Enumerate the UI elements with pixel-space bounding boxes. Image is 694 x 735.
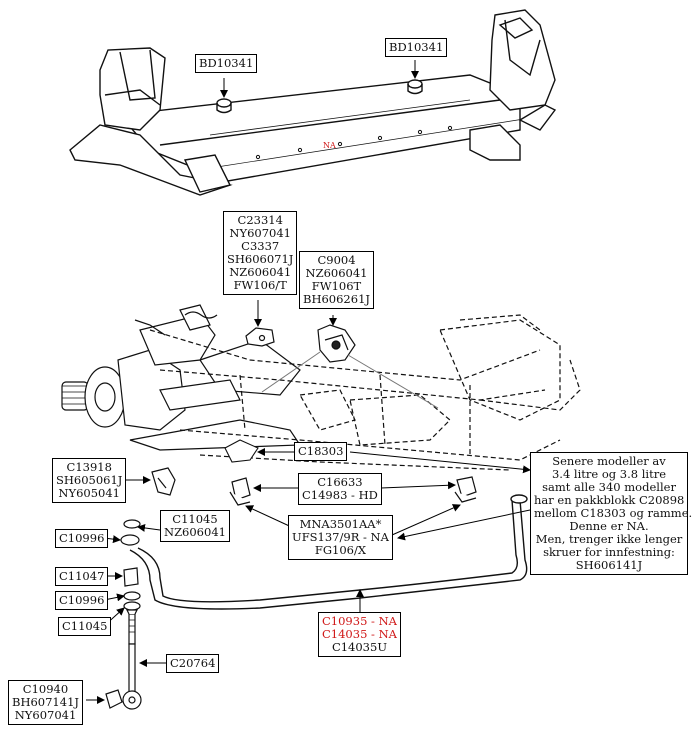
- frame-na-mark: NA: [323, 141, 336, 150]
- label-bd10341-left: BD10341: [195, 54, 258, 73]
- note-to-c18303-leader: [349, 451, 531, 474]
- label-c10996-bottom: C10996: [55, 591, 109, 610]
- label-c10996-top: C10996: [55, 529, 109, 548]
- bracket-part-icon: [224, 439, 259, 463]
- mna-leader-right: [391, 504, 461, 536]
- bump-stop-part-icon: [245, 327, 275, 347]
- clamp-right-part-icon: [454, 476, 477, 503]
- front-suspension-drawing: [61, 304, 581, 471]
- crossmember-frame-drawing: [69, 9, 557, 196]
- rubber-block-part-icon: [151, 467, 176, 496]
- clamp-left-part-icon: [229, 477, 251, 506]
- c9004-guide-right: [347, 354, 439, 409]
- label-c18303: C18303: [294, 442, 348, 461]
- label-bd10341-right: BD10341: [385, 38, 448, 57]
- c11045-top-leader: [137, 523, 161, 532]
- drop-link-part-icon: [105, 609, 142, 710]
- note-to-mna-leader: [397, 509, 531, 541]
- label-c20764: C20764: [166, 654, 220, 673]
- c16633-leader-right: [379, 481, 456, 490]
- label-c11045-bottom: C11045: [58, 617, 112, 636]
- label-c10935-group: C10935 - NA C14035 - NA C14035U: [318, 612, 401, 657]
- label-c11047: C11047: [55, 567, 109, 586]
- bush-stack-part-icon: [120, 519, 141, 611]
- c9004-guide-left: [261, 351, 321, 393]
- mounting-rubber-part-icon: [317, 324, 356, 363]
